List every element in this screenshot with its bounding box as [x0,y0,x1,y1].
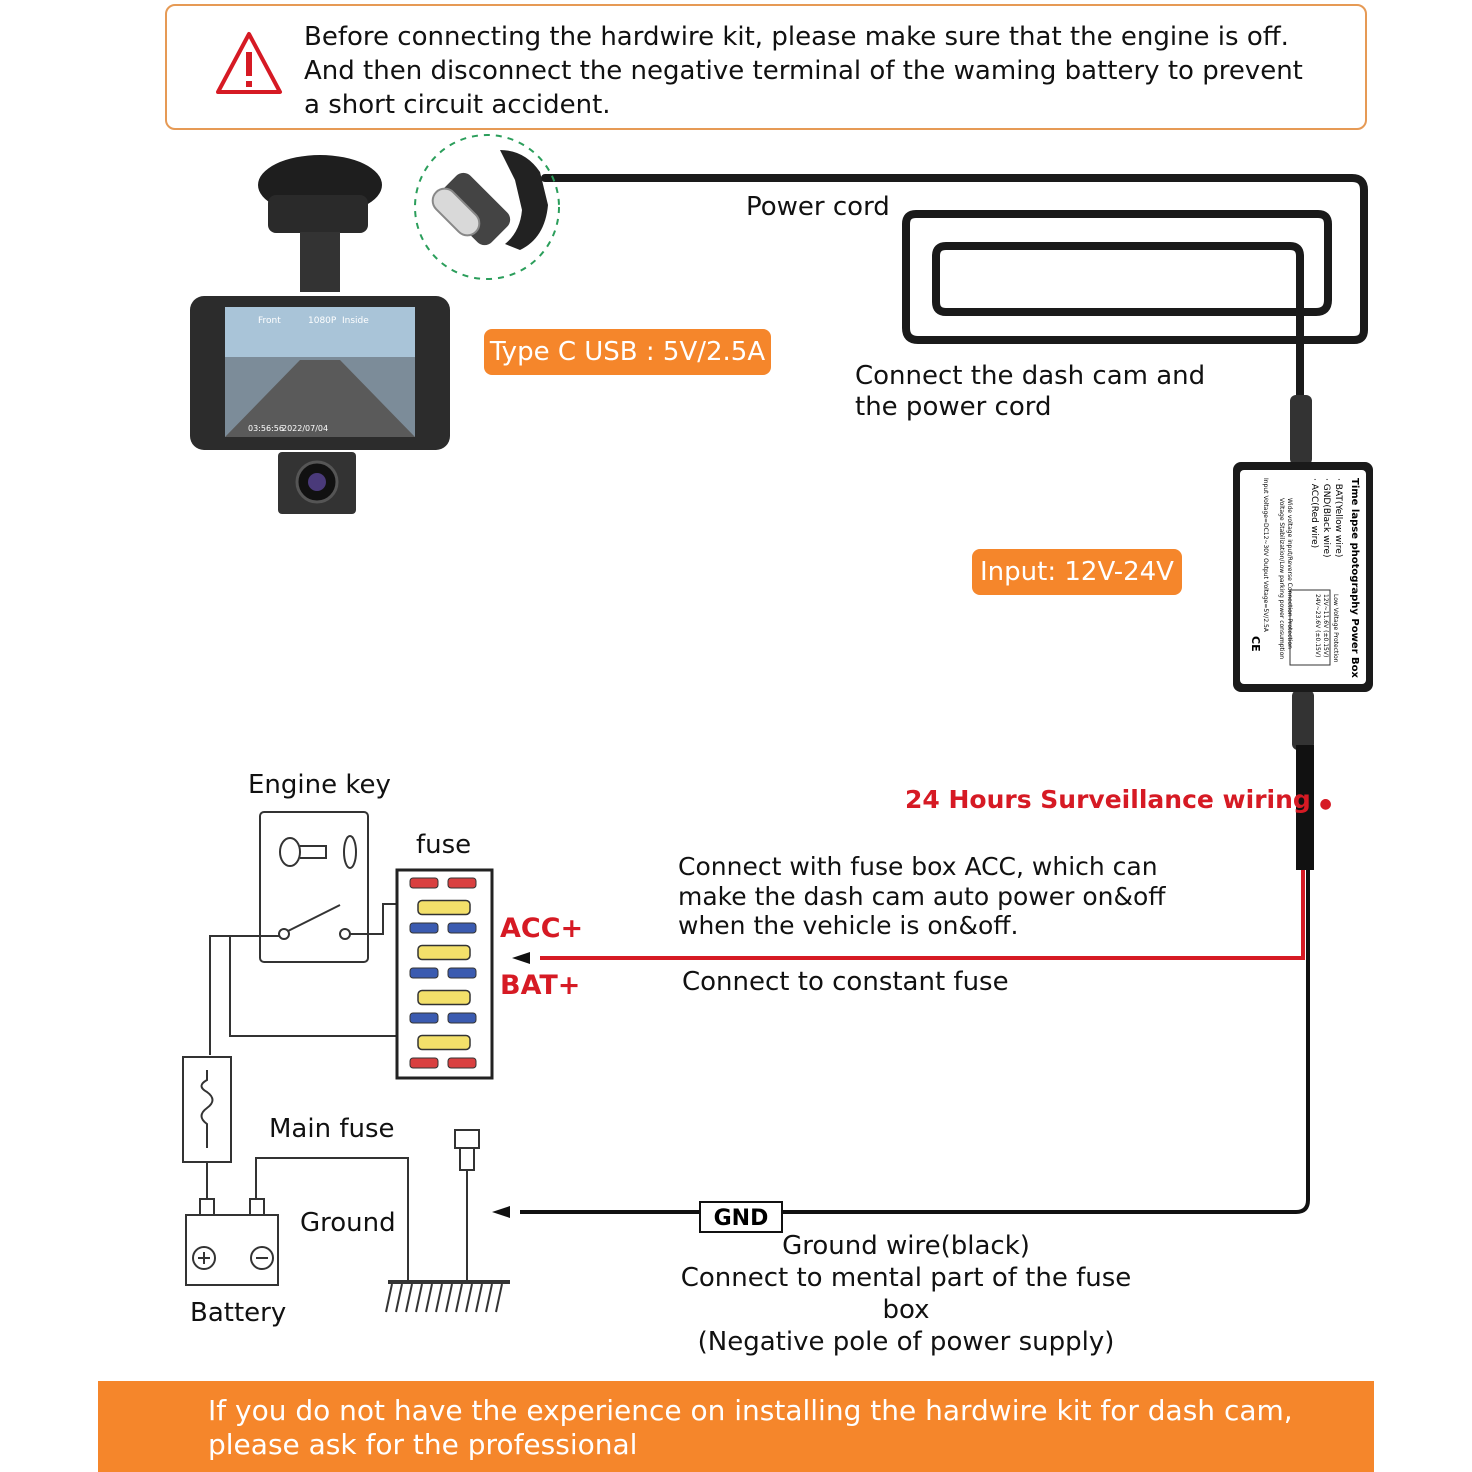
fuse-box [395,868,494,1080]
key-icon [279,835,357,869]
power-box-protection-2: 24V~23.6V (±0.15V) [1314,594,1321,657]
usb-c-plug-icon [431,150,548,250]
fuse-slot [409,1057,439,1069]
power-box-title: Time lapse photography Power Box [1349,478,1360,679]
surveillance-label: 24 Hours Surveillance wiring ● [905,785,1332,814]
fuse-slot [409,967,439,979]
fuse-slot [447,877,477,889]
input-voltage-badge: Input: 12V-24V [972,549,1182,595]
fuse-slot [417,989,471,1006]
fuse-slot [447,1012,477,1024]
gnd-label: GND [714,1206,769,1231]
ground-note-line-1: Ground wire(black) [782,1231,1030,1261]
strain-relief-bottom [1292,690,1314,750]
fuse-slot [447,922,477,934]
ground-hatch-line [435,1283,443,1313]
acc-label: ACC+ [500,913,584,944]
ground-hatch-line [425,1283,433,1313]
battery-icon [185,1198,279,1286]
power-box-acc: · ACC(Red wire) [1309,478,1319,548]
screen-date-label: 2022/07/04 [282,424,328,433]
fuse-slot [417,899,471,916]
acc-note-line-2: make the dash cam auto power on&off [678,881,1166,911]
fuse-slot [409,922,439,934]
power-cord-label: Power cord [746,192,890,222]
acc-note-line-1: Connect with fuse box ACC, which can [678,852,1158,881]
ground-label: Ground [300,1208,396,1238]
main-fuse-label: Main fuse [269,1114,395,1144]
ground-hatch-line [455,1283,463,1313]
usbc-highlight-circle [414,134,560,280]
ground-hatch-line [465,1283,473,1313]
fuse-slot [409,877,439,889]
connect-dashcam-line-2: the power cord [855,392,1052,422]
warning-text: Before connecting the hardwire kit, plea… [304,20,1354,122]
acc-note-line-3: when the vehicle is on&off. [678,911,1019,940]
warning-box [165,4,1367,130]
warning-line-3: a short circuit accident. [304,90,611,120]
power-box-protection-1: 12V~11.6V (±0.15V) [1322,594,1329,657]
power-box-ce: CE [1249,636,1262,652]
dash-cam-icon [190,155,450,514]
power-box [1233,462,1373,692]
engine-key-switch [209,811,400,1055]
warning-triangle-icon [216,32,282,94]
ground-hatch-line [405,1283,413,1313]
fuse-slot [447,1057,477,1069]
power-box-gnd: · GND(Black wire) [1321,478,1331,558]
ground-hatch-line [475,1283,483,1313]
bat-label: BAT+ [500,970,581,1001]
gnd-box [699,1201,783,1233]
ground-note-line-2: Connect to mental part of the fuse box [680,1263,1132,1325]
fuse-slot [417,944,471,961]
power-box-spec-1: Wide voltage input/Reverse Connection Pr… [1286,498,1293,649]
fuse-slot [417,1034,471,1051]
screen-front-label: Front [258,316,281,326]
fuse-label: fuse [416,830,472,860]
ground-hatch-line [495,1283,503,1313]
ground-hatch-line [485,1283,493,1313]
screen-time-label: 03:56:56 [248,424,284,433]
constant-fuse-label: Connect to constant fuse [682,967,1009,997]
cable-split [1296,745,1314,870]
power-box-spec-3: Input Voltage=DC12~30V Output Voltage=5V… [1262,478,1269,633]
banner-line-2: please ask for the professional [208,1428,638,1461]
power-box-bat: · BAT(Yellow wire) [1333,478,1343,557]
gnd-arrow-icon [492,1206,510,1218]
acc-red-wire [540,870,1305,960]
battery-label: Battery [190,1298,287,1328]
bottom-banner-text: If you do not have the experience on ins… [208,1394,1328,1462]
ground-hatch-line [385,1283,393,1313]
fuse-slot [409,1012,439,1024]
power-box-spec-2: Voltage Stabilization/Low parking power … [1278,498,1285,659]
ground-symbol-icon [385,1129,510,1313]
strain-relief-top [1290,395,1312,465]
banner-line-1: If you do not have the experience on ins… [208,1394,1293,1427]
screen-inside-label: Inside [342,316,369,326]
bottom-banner [98,1381,1374,1472]
connect-dashcam-line-1: Connect the dash cam and [855,361,1206,391]
power-box-protection-title: Low Voltage Protection [1332,594,1339,663]
screen-res-label: 1080P [308,316,337,326]
warning-line-1: Before connecting the hardwire kit, plea… [304,22,1289,52]
fuse-slot [447,967,477,979]
ground-hatch-line [395,1283,403,1313]
power-cord [541,174,1368,474]
ground-hatch-line [445,1283,453,1313]
ground-hatch-line [415,1283,423,1313]
ground-note: Ground wire(black) Connect to mental par… [666,1230,1146,1358]
main-fuse [182,1056,409,1280]
acc-arrow-icon [512,952,530,964]
acc-note: Connect with fuse box ACC, which can mak… [678,852,1166,941]
gnd-black-wire [520,870,1310,1214]
type-c-badge: Type C USB : 5V/2.5A [484,329,771,375]
ground-note-line-3: (Negative pole of power supply) [697,1327,1115,1357]
warning-line-2: And then disconnect the negative termina… [304,56,1303,86]
engine-key-label: Engine key [248,770,391,800]
